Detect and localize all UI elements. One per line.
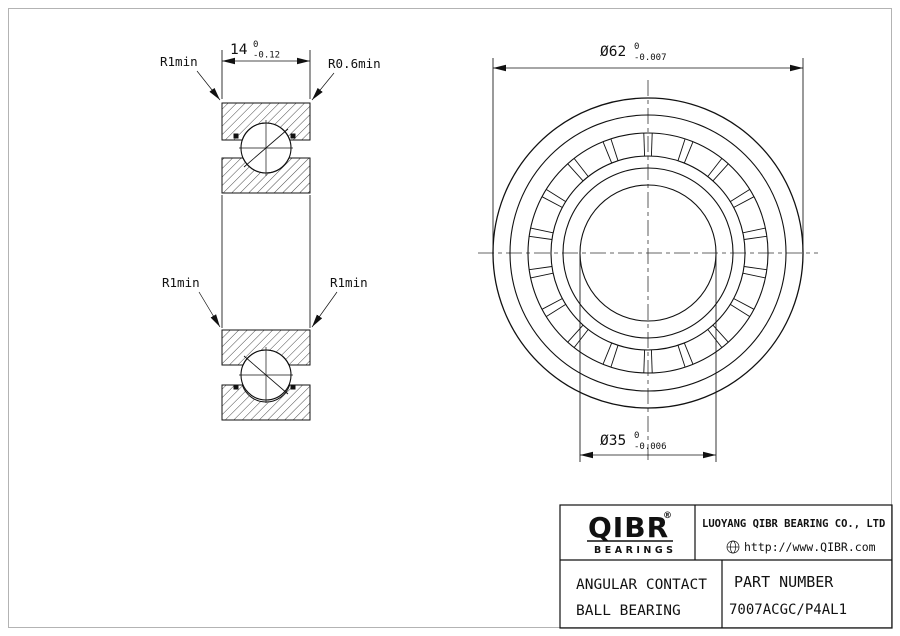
corner-label-top-left: R1min — [160, 54, 221, 101]
logo-text: QIBR — [588, 511, 669, 544]
cage-pockets — [529, 133, 767, 373]
corner-label-mid-left: R1min — [162, 275, 221, 328]
r1min-mid-left-label: R1min — [162, 275, 200, 290]
bore-dim-tol-lower: -0.006 — [634, 442, 667, 452]
cage-rivet — [233, 384, 239, 390]
bore-dim-tol-upper: 0 — [634, 431, 639, 441]
outer-dim-tol-upper: 0 — [634, 42, 639, 52]
product-type-cell: ANGULAR CONTACT BALL BEARING — [576, 577, 707, 619]
sheet-border — [8, 8, 892, 628]
title-block: QIBR ® BEARINGS LUOYANG QIBR BEARING CO.… — [559, 504, 893, 629]
logo-subtext: BEARINGS — [594, 545, 677, 556]
product-type-line1: ANGULAR CONTACT — [576, 577, 707, 593]
part-number-label: PART NUMBER — [734, 573, 834, 591]
r06min-top-right-label: R0.6min — [328, 56, 381, 71]
r1min-top-left-label: R1min — [160, 54, 198, 69]
width-dim-value: 14 — [230, 42, 248, 58]
product-type-line2: BALL BEARING — [576, 603, 681, 619]
cage-outer-circle — [527, 132, 769, 374]
section-view: 14 0 -0.12 R1min R0.6min R — [160, 40, 381, 421]
website-link[interactable]: http://www.QIBR.com — [744, 540, 876, 554]
width-dim-tol-lower: -0.12 — [253, 51, 280, 61]
bearing-bottom-section — [221, 329, 311, 421]
front-view: Ø62 0 -0.007 Ø35 0 -0.006 — [478, 42, 818, 462]
contact-angle-line-top — [243, 128, 289, 168]
bore-diameter-dimension: Ø35 0 -0.006 — [579, 253, 717, 462]
cage-rivet — [233, 133, 239, 139]
part-number-cell: PART NUMBER 7007ACGC/P4AL1 — [729, 573, 847, 618]
r1min-mid-right-label: R1min — [330, 275, 368, 290]
corner-label-top-right: R0.6min — [311, 56, 381, 101]
cage-rivet — [290, 384, 296, 390]
outer-dim-tol-lower: -0.007 — [634, 53, 667, 63]
part-number-value: 7007ACGC/P4AL1 — [729, 602, 847, 618]
inner-ring-land-circle — [562, 167, 734, 339]
qibr-logo: QIBR ® BEARINGS — [587, 511, 677, 556]
width-dimension: 14 0 -0.12 — [221, 40, 311, 99]
cage-inner-circle — [550, 155, 746, 351]
contact-angle-line-bottom — [243, 355, 289, 395]
outer-diameter-dimension: Ø62 0 -0.007 — [492, 42, 804, 253]
corner-label-mid-right: R1min — [311, 275, 368, 328]
outer-dim-value: Ø62 — [600, 44, 626, 60]
bore-dim-value: Ø35 — [600, 433, 626, 449]
width-dim-tol-upper: 0 — [253, 40, 258, 50]
registered-mark: ® — [663, 511, 672, 521]
outer-ring-land-circle — [509, 114, 787, 392]
cage-rivet — [290, 133, 296, 139]
globe-icon — [726, 540, 740, 554]
company-name: LUOYANG QIBR BEARING CO., LTD — [702, 518, 885, 530]
bearing-top-section — [221, 102, 311, 194]
company-cell: LUOYANG QIBR BEARING CO., LTD http://www… — [702, 518, 885, 554]
